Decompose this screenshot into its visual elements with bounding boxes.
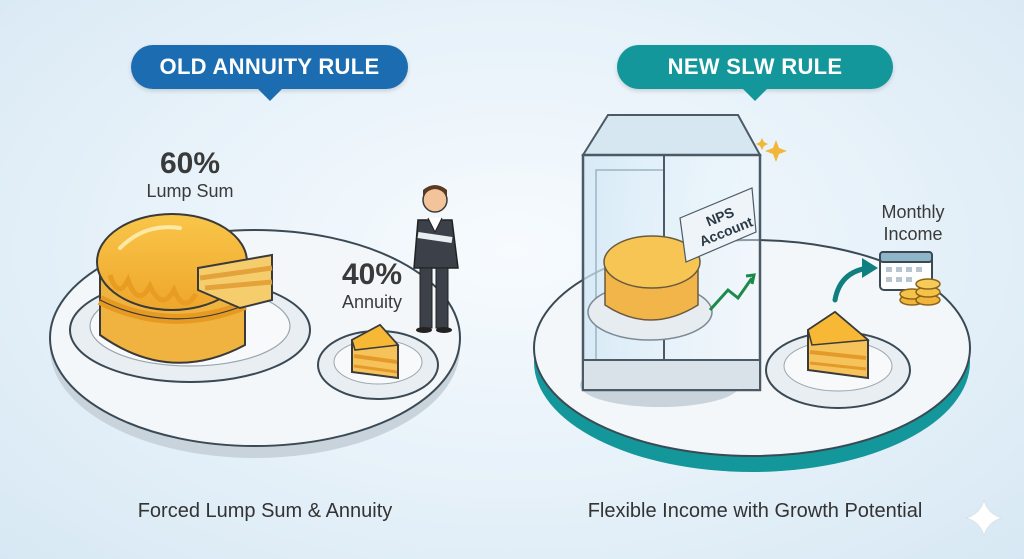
annuity-percent: 40%: [341, 258, 403, 291]
businessman-icon: [413, 185, 459, 333]
annuity-label: Annuity: [341, 292, 403, 312]
sparkle-icon: [756, 138, 787, 162]
coins-icon: [899, 278, 941, 306]
corner-sparkle-icon: [964, 498, 1004, 538]
new-rule-title: NEW SLW RULE: [617, 45, 893, 101]
monthly-text: Monthly: [881, 202, 945, 222]
old-rule-caption: Forced Lump Sum & Annuity: [137, 500, 393, 522]
right-cake-slice-icon: [807, 310, 870, 380]
monthly-income-label: Monthly Income: [858, 201, 968, 245]
big-cake-icon: [96, 213, 273, 364]
new-rule-pointer: [743, 89, 767, 101]
glass-case-icon: [580, 114, 762, 407]
old-rule-title: OLD ANNUITY RULE: [131, 45, 408, 101]
lump-sum-label: Lump Sum: [146, 181, 234, 201]
cake-slice-icon: [351, 323, 400, 380]
new-rule-caption: Flexible Income with Growth Potential: [587, 500, 923, 522]
old-rule-pointer: [257, 89, 282, 101]
new-rule-title-text: NEW SLW RULE: [667, 54, 843, 79]
lump-sum-percent: 60%: [159, 147, 221, 180]
income-text: Income: [883, 224, 943, 244]
curved-arrow-icon: [832, 258, 878, 303]
old-rule-title-text: OLD ANNUITY RULE: [159, 54, 380, 79]
